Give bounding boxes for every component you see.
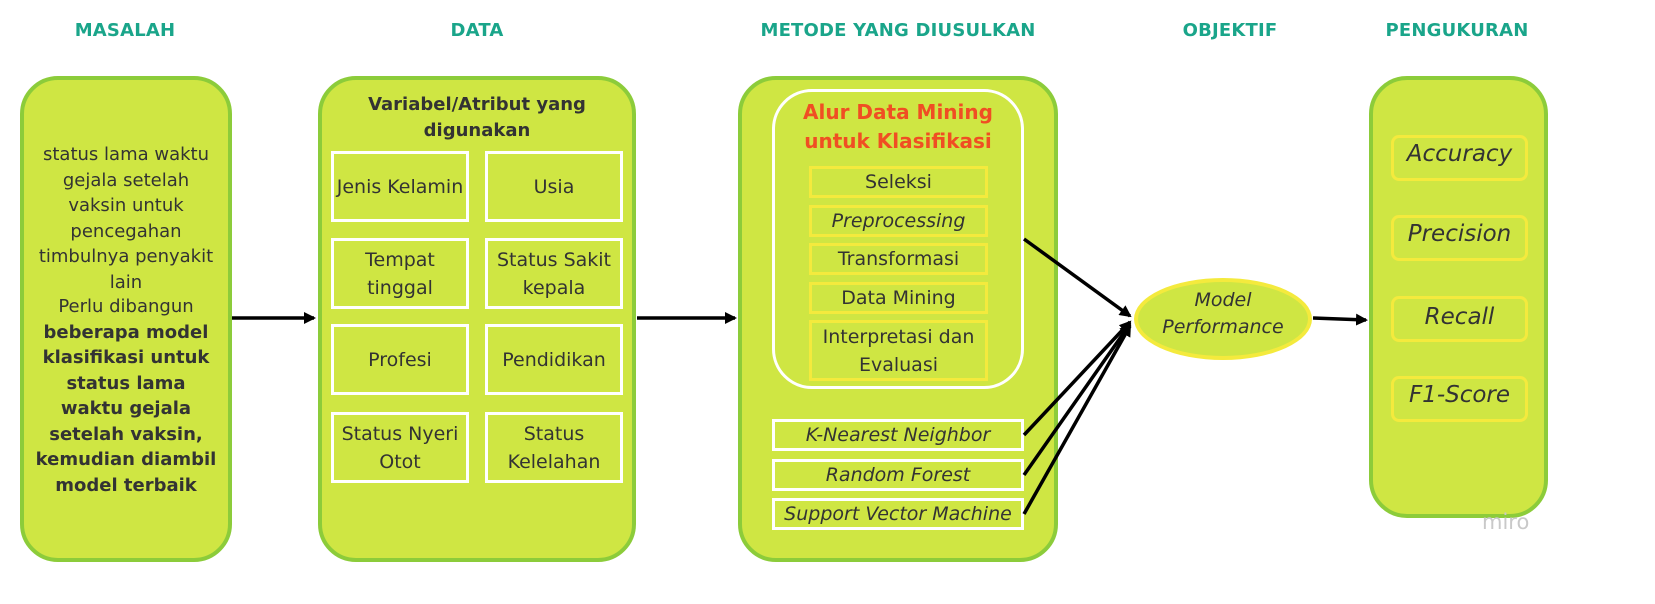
model-performance-label: Model Performance: [1162, 289, 1284, 338]
arrow-svm-to-objektif: [1022, 324, 1132, 515]
attribute-status-nyeri-otot: Status Nyeri Otot: [331, 412, 469, 483]
attribute-usia: Usia: [485, 151, 623, 222]
metric-accuracy: Accuracy: [1391, 135, 1528, 181]
header-objektif: OBJEKTIF: [1182, 20, 1278, 41]
arrow-rf-to-objektif: [1022, 322, 1132, 477]
arrow-knn-to-objektif: [1022, 320, 1132, 437]
flow-title: Alur Data Mining untuk Klasifikasi: [803, 100, 993, 153]
attribute-pendidikan: Pendidikan: [485, 324, 623, 395]
header-pengukuran: PENGUKURAN: [1385, 20, 1529, 41]
attribute-status-sakit-kepala: Status Sakit kepala: [485, 238, 623, 309]
header-masalah: MASALAH: [74, 20, 176, 41]
miro-watermark: miro: [1482, 510, 1530, 534]
metric-precision: Precision: [1391, 215, 1528, 261]
arrow-objektif-to-pengukuran: [1312, 313, 1368, 326]
attribute-profesi: Profesi: [331, 324, 469, 395]
model-svm: Support Vector Machine: [772, 498, 1024, 530]
header-data: DATA: [450, 20, 504, 41]
masalah-description: status lama waktu gejala setelah vaksin …: [38, 144, 214, 293]
arrow-flow-to-objektif: [1022, 237, 1132, 318]
model-random-forest: Random Forest: [772, 459, 1024, 491]
model-performance-ellipse: [1134, 278, 1312, 360]
flow-box: [772, 89, 1024, 389]
attribute-status-kelelahan: Status Kelelahan: [485, 412, 623, 483]
masalah-panel: status lama waktu gejala setelah vaksin …: [20, 76, 232, 562]
masalah-statement-bold: beberapa model klasifikasi untuk status …: [35, 321, 217, 496]
metric-recall: Recall: [1391, 296, 1528, 342]
model-knn: K-Nearest Neighbor: [772, 419, 1024, 451]
metode-panel: [738, 76, 1058, 562]
step-interpretasi: Interpretasi dan Evaluasi: [809, 320, 988, 381]
attribute-jenis-kelamin: Jenis Kelamin: [331, 151, 469, 222]
step-preprocessing: Preprocessing: [809, 205, 988, 237]
step-transformasi: Transformasi: [809, 243, 988, 275]
masalah-statement-intro: Perlu dibangun: [58, 296, 194, 317]
header-metode: METODE YANG DIUSULKAN: [760, 20, 1036, 41]
metric-f1-score: F1-Score: [1391, 376, 1528, 422]
attribute-tempat-tinggal: Tempat tinggal: [331, 238, 469, 309]
masalah-statement: Perlu dibangun beberapa model klasifikas…: [34, 294, 218, 498]
data-title: Variabel/Atribut yang digunakan: [368, 94, 586, 141]
step-seleksi: Seleksi: [809, 166, 988, 198]
step-data-mining: Data Mining: [809, 282, 988, 314]
